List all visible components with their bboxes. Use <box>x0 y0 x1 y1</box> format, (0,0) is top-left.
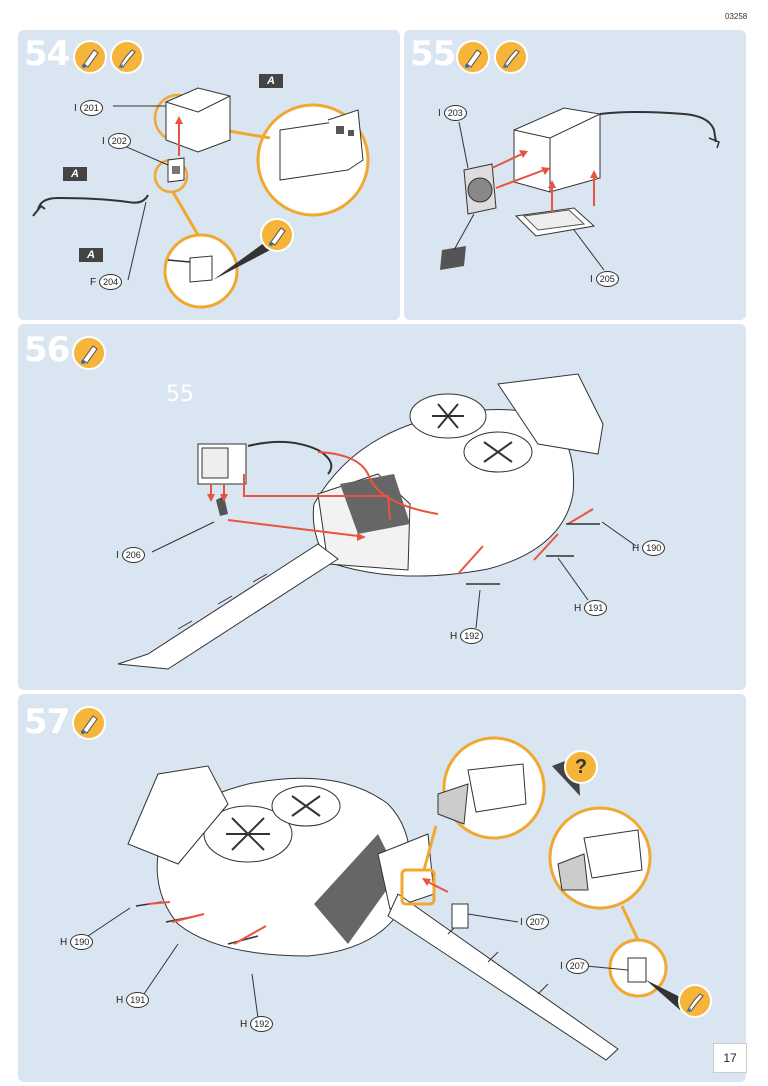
step-56-drawing <box>117 373 637 670</box>
step-number: 56 <box>24 330 70 370</box>
paint-brush-icon <box>110 40 144 74</box>
decal-flag: A <box>63 167 87 181</box>
step-57-drawing <box>87 736 686 1061</box>
step-57-panel: 57 ? <box>18 694 746 1082</box>
page-number: 17 <box>713 1043 747 1073</box>
catalog-number: 03258 <box>725 12 748 21</box>
paint-brush-icon <box>678 984 712 1018</box>
glue-icon <box>456 40 490 74</box>
glue-icon <box>72 336 106 370</box>
subassembly-label: 55 <box>166 382 194 407</box>
question-icon: ? <box>564 750 598 784</box>
glue-icon <box>260 218 294 252</box>
step-number: 55 <box>410 34 456 74</box>
step-number: 57 <box>24 702 70 742</box>
paint-brush-icon <box>494 40 528 74</box>
decal-flag: A <box>79 248 103 262</box>
step-number: 54 <box>24 34 70 74</box>
glue-icon <box>73 40 107 74</box>
step-54-drawing <box>32 87 370 309</box>
step-55-drawing <box>440 107 720 271</box>
decal-flag: A <box>259 74 283 88</box>
glue-icon <box>72 706 106 740</box>
